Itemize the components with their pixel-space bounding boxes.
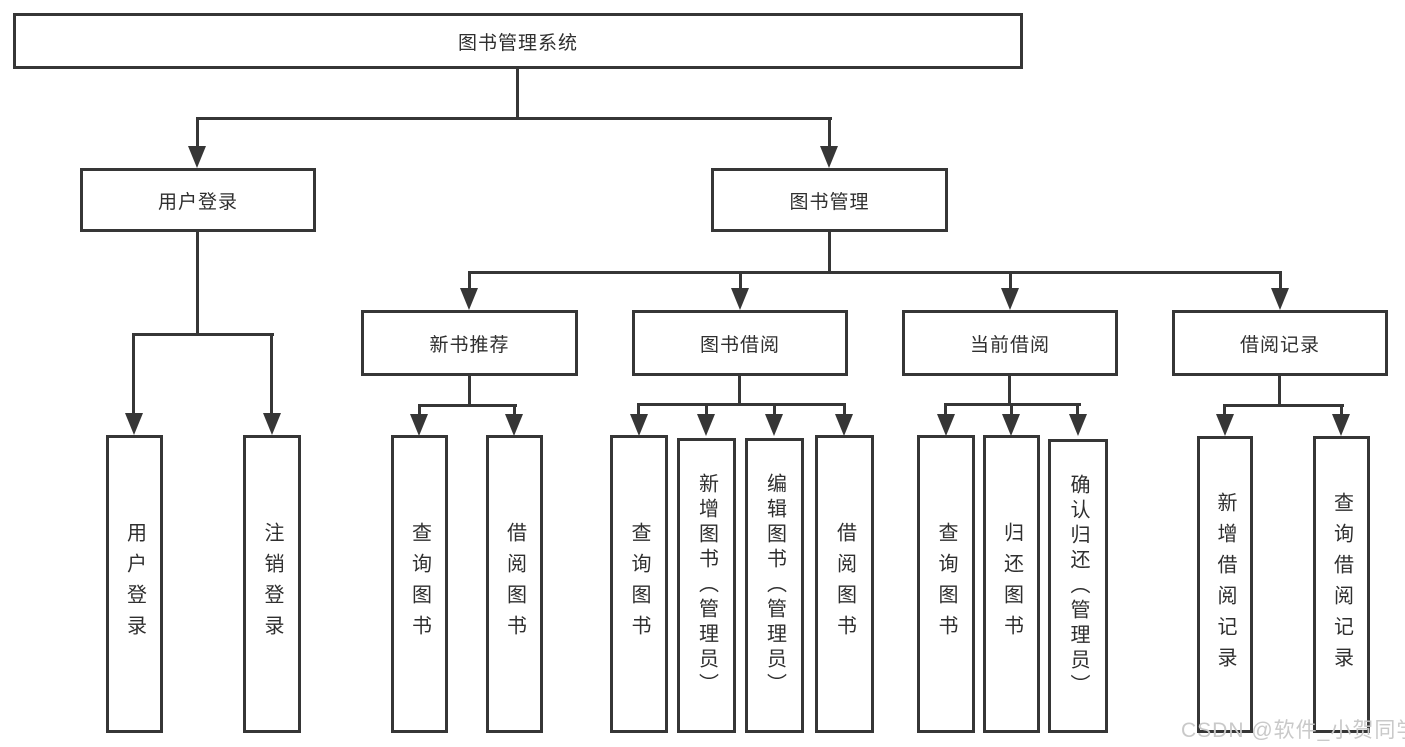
arrowhead-down-icon — [1069, 414, 1087, 436]
connector — [196, 117, 832, 120]
connector — [944, 403, 947, 414]
leaf-label: 查询图书 — [408, 522, 431, 646]
leaf-edit-books-admin: 编辑图书（管理员） — [745, 438, 804, 733]
arrowhead-down-icon — [1001, 288, 1019, 310]
node-book-borrowing: 图书借阅 — [632, 310, 848, 376]
leaf-label: 查询借阅记录 — [1330, 491, 1353, 678]
arrowhead-down-icon — [835, 414, 853, 436]
leaf-label: 借阅图书 — [833, 522, 856, 646]
leaf-query-books-current: 查询图书 — [917, 435, 975, 733]
connector — [132, 333, 274, 336]
leaf-logout: 注销登录 — [243, 435, 301, 733]
node-label: 借阅记录 — [1239, 334, 1320, 356]
watermark: CSDN @软件_小贺同学 — [1181, 719, 1405, 742]
leaf-query-books-recommend: 查询图书 — [391, 435, 448, 733]
connector — [196, 117, 199, 147]
connector — [739, 271, 742, 290]
connector — [468, 271, 1282, 274]
arrowhead-down-icon — [630, 414, 648, 436]
leaf-borrow-books: 借阅图书 — [815, 435, 874, 733]
connector — [1009, 271, 1012, 290]
leaf-user-login: 用户登录 — [106, 435, 163, 733]
connector — [1076, 403, 1079, 414]
node-library-system: 图书管理系统 — [13, 13, 1023, 69]
connector — [828, 231, 831, 273]
node-label: 用户登录 — [157, 191, 238, 213]
arrowhead-down-icon — [1271, 288, 1289, 310]
leaf-label: 新增图书（管理员） — [695, 473, 718, 698]
connector — [1223, 404, 1226, 414]
node-label: 图书管理 — [789, 191, 870, 213]
connector — [196, 231, 199, 335]
leaf-query-books-borrowing: 查询图书 — [610, 435, 668, 733]
leaf-label: 借阅图书 — [503, 522, 526, 646]
leaf-return-books: 归还图书 — [983, 435, 1040, 733]
arrowhead-down-icon — [263, 413, 281, 435]
leaf-add-books-admin: 新增图书（管理员） — [677, 438, 736, 733]
leaf-label: 用户登录 — [123, 522, 146, 646]
arrowhead-down-icon — [1332, 414, 1350, 436]
connector — [1008, 375, 1011, 405]
leaf-label: 注销登录 — [261, 522, 283, 646]
connector — [513, 404, 516, 414]
connector — [773, 403, 776, 414]
connector — [1278, 375, 1281, 406]
connector — [418, 404, 421, 414]
arrowhead-down-icon — [188, 146, 206, 168]
connector — [828, 117, 831, 147]
leaf-label: 编辑图书（管理员） — [763, 473, 786, 698]
arrowhead-down-icon — [937, 414, 955, 436]
arrowhead-down-icon — [505, 414, 523, 436]
node-book-management: 图书管理 — [711, 168, 948, 232]
connector — [637, 403, 846, 406]
connector — [705, 403, 708, 414]
connector — [1223, 404, 1344, 407]
leaf-label: 查询图书 — [935, 522, 957, 646]
leaf-label: 归还图书 — [1000, 522, 1023, 646]
connector — [418, 404, 517, 407]
connector — [1010, 403, 1013, 414]
connector — [132, 333, 135, 413]
node-label: 新书推荐 — [429, 334, 510, 356]
leaf-label: 新增借阅记录 — [1214, 491, 1236, 678]
leaf-query-borrow-record: 查询借阅记录 — [1313, 436, 1370, 733]
arrowhead-down-icon — [410, 414, 428, 436]
leaf-borrow-books-recommend: 借阅图书 — [486, 435, 543, 733]
arrowhead-down-icon — [820, 146, 838, 168]
leaf-add-borrow-record: 新增借阅记录 — [1197, 436, 1253, 733]
connector — [843, 403, 846, 414]
arrowhead-down-icon — [1002, 414, 1020, 436]
leaf-confirm-return-admin: 确认归还（管理员） — [1048, 439, 1108, 733]
arrowhead-down-icon — [731, 288, 749, 310]
connector — [270, 333, 273, 413]
node-current-borrowing: 当前借阅 — [902, 310, 1118, 376]
connector — [1340, 404, 1343, 414]
arrowhead-down-icon — [1216, 414, 1234, 436]
connector — [738, 375, 741, 405]
arrowhead-down-icon — [765, 414, 783, 436]
arrowhead-down-icon — [697, 414, 715, 436]
connector — [516, 66, 519, 120]
connector — [468, 271, 471, 290]
node-borrowing-records: 借阅记录 — [1172, 310, 1388, 376]
node-new-book-recommend: 新书推荐 — [361, 310, 578, 376]
node-label: 图书管理系统 — [457, 32, 578, 54]
leaf-label: 确认归还（管理员） — [1067, 473, 1089, 699]
arrowhead-down-icon — [460, 288, 478, 310]
connector — [468, 375, 471, 406]
node-label: 当前借阅 — [969, 334, 1050, 356]
node-label: 图书借阅 — [699, 334, 780, 356]
arrowhead-down-icon — [125, 413, 143, 435]
connector — [637, 403, 640, 414]
leaf-label: 查询图书 — [628, 522, 650, 646]
node-user-login: 用户登录 — [80, 168, 316, 232]
connector — [1279, 271, 1282, 290]
